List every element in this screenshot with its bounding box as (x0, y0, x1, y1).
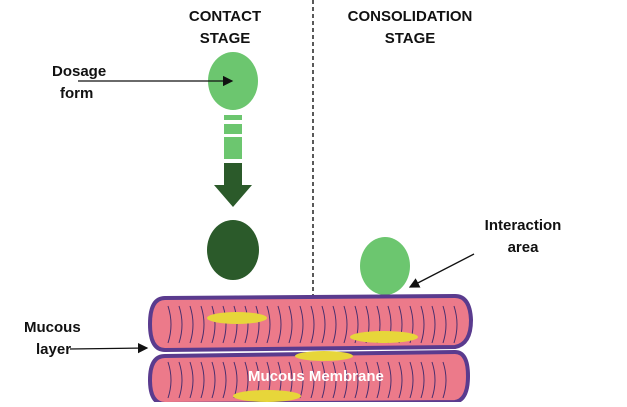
membrane-stripe (299, 305, 304, 344)
label-line: form (60, 85, 94, 102)
membrane-stripe (431, 305, 436, 344)
membrane-stripe (178, 305, 183, 344)
membrane-stripe (442, 361, 447, 399)
membrane-stripe (409, 361, 414, 399)
membrane-stripe (310, 305, 315, 344)
membrane-stripe (420, 305, 425, 344)
label-line: Mucous (24, 319, 81, 336)
dosage-form-hydrated-circle (207, 220, 259, 280)
cell-nucleus (295, 351, 353, 361)
membrane-stripe (189, 305, 194, 344)
mucous-layer-label: Mucous layer (24, 317, 94, 361)
membrane-stripe (299, 361, 304, 399)
label-line: Dosage (52, 63, 107, 80)
membrane-stripe (222, 305, 227, 344)
membrane-stripe (200, 361, 205, 399)
membrane-stripe (332, 305, 337, 344)
title-line: CONSOLIDATION (347, 8, 473, 25)
upper-mucous-tube (147, 293, 474, 353)
membrane-stripe (453, 305, 458, 344)
cell-nucleus (233, 390, 301, 402)
membrane-stripe (233, 305, 238, 344)
dosage-dash-3 (224, 137, 242, 159)
interaction-circle (360, 237, 410, 295)
membrane-stripe (321, 305, 326, 344)
membrane-stripe (200, 305, 205, 344)
membrane-stripe (266, 305, 271, 344)
membrane-stripe (288, 305, 293, 344)
dosage-dash-1 (224, 115, 242, 120)
membrane-stripe (189, 361, 194, 399)
membrane-stripe (167, 361, 172, 399)
dosage-form-label: Dosage form (52, 61, 122, 105)
membrane-stripe (343, 361, 348, 399)
membrane-stripe (365, 361, 370, 399)
membrane-stripe (354, 361, 359, 399)
label-line: Interaction (484, 217, 562, 234)
membrane-stripe (321, 361, 326, 399)
title-line: CONTACT (188, 8, 262, 25)
label-line: area (507, 239, 539, 256)
membrane-stripe (167, 305, 172, 344)
membrane-stripe (442, 305, 447, 344)
label-line: layer (36, 341, 72, 358)
interaction-area-arrow (408, 253, 475, 288)
membrane-stripe (343, 305, 348, 344)
membrane-stripe (244, 305, 249, 344)
title-line: STAGE (199, 30, 251, 47)
contact-stage-title: CONTACT STAGE (170, 6, 280, 50)
mucous-membrane-label: Mucous Membrane (248, 368, 384, 385)
membrane-stripe (376, 361, 381, 399)
membrane-stripe (420, 361, 425, 399)
membrane-stripe (211, 305, 216, 344)
membrane-stripe (398, 361, 403, 399)
mucous-layer-arrow (69, 342, 149, 354)
membrane-stripe (431, 361, 436, 399)
membrane-stripe (277, 305, 282, 344)
membrane-stripe (310, 361, 315, 399)
dosage-dash-2 (224, 124, 242, 134)
membrane-stripe (211, 361, 216, 399)
cell-nucleus (350, 331, 418, 343)
title-line: STAGE (384, 30, 436, 47)
consolidation-stage-title: CONSOLIDATION STAGE (335, 6, 485, 50)
membrane-stripe (387, 361, 392, 399)
interaction-area-label: Interaction area (468, 215, 578, 259)
membrane-stripe (255, 305, 260, 344)
membrane-stripe (332, 361, 337, 399)
membrane-stripe (178, 361, 183, 399)
membrane-stripe (222, 361, 227, 399)
cell-nucleus (207, 312, 267, 324)
down-arrow-icon (214, 163, 252, 207)
